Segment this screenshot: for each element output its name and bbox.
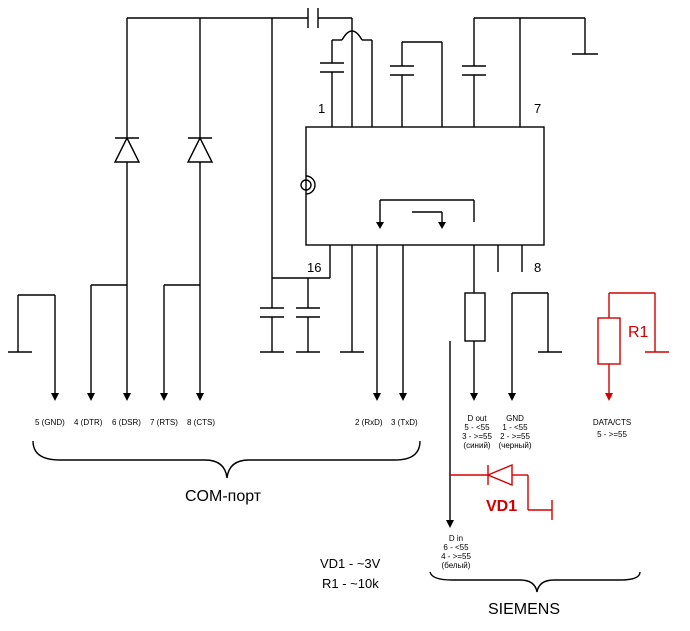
com-pin-rts: 7 (RTS): [150, 418, 178, 427]
gnd-line-3: 2 - >=55: [500, 432, 530, 441]
gnd-line-2: 1 - <55: [502, 423, 528, 432]
pin-1-label: 1: [318, 101, 325, 116]
din-line-2: 6 - <55: [443, 543, 469, 552]
r1-label: R1: [628, 324, 649, 341]
pin-16-label: 16: [307, 260, 321, 275]
note-r1: R1 - ~10k: [322, 576, 379, 591]
dout-label: D out 5 - <55 3 - >=55 (синий): [462, 414, 492, 450]
pin-7-label: 7: [534, 101, 541, 116]
pin-arrowheads: [51, 393, 516, 528]
vd1-diode-group: [450, 463, 553, 520]
com-port-brace: [32, 440, 421, 479]
dout-line-1: D out: [467, 414, 487, 423]
vd1-label: VD1: [486, 498, 517, 515]
com-pin-dtr: 4 (DTR): [74, 418, 103, 427]
note-vd1: VD1 - ~3V: [320, 556, 381, 571]
data-cts-line-1: DATA/CTS: [593, 418, 631, 427]
dout-line-2: 5 - <55: [464, 423, 490, 432]
r1-resistor-group: [597, 292, 669, 401]
com-pin-dsr: 6 (DSR): [112, 418, 141, 427]
din-line-3: 4 - >=55: [441, 552, 471, 561]
com-port-title: COM-порт: [185, 488, 262, 505]
gnd-label: GND 1 - <55 2 - >=55 (черный): [498, 414, 531, 450]
gnd-line-4: (черный): [498, 441, 531, 450]
siemens-brace: [429, 571, 641, 593]
com-pin-gnd: 5 (GND): [35, 418, 65, 427]
din-label: D in 6 - <55 4 - >=55 (белый): [441, 534, 471, 570]
siemens-title: SIEMENS: [488, 601, 560, 618]
gnd-line-1: GND: [506, 414, 524, 423]
com-pin-txd: 3 (TxD): [391, 418, 418, 427]
com-pin-rxd: 2 (RxD): [355, 418, 383, 427]
data-cts-line-2: 5 - >=55: [597, 430, 627, 439]
com-pin-cts: 8 (CTS): [187, 418, 215, 427]
circuit-wiring: [8, 8, 598, 522]
din-line-1: D in: [449, 534, 463, 543]
dout-line-3: 3 - >=55: [462, 432, 492, 441]
din-line-4: (белый): [442, 561, 471, 570]
data-cts-label: DATA/CTS 5 - >=55: [593, 418, 631, 439]
pin-8-label: 8: [534, 260, 541, 275]
chip-pin-labels: 1 7 16 8: [307, 101, 541, 275]
com-port-pin-labels: 5 (GND) 4 (DTR) 6 (DSR) 7 (RTS) 8 (CTS) …: [35, 418, 418, 427]
dout-line-4: (синий): [463, 441, 490, 450]
